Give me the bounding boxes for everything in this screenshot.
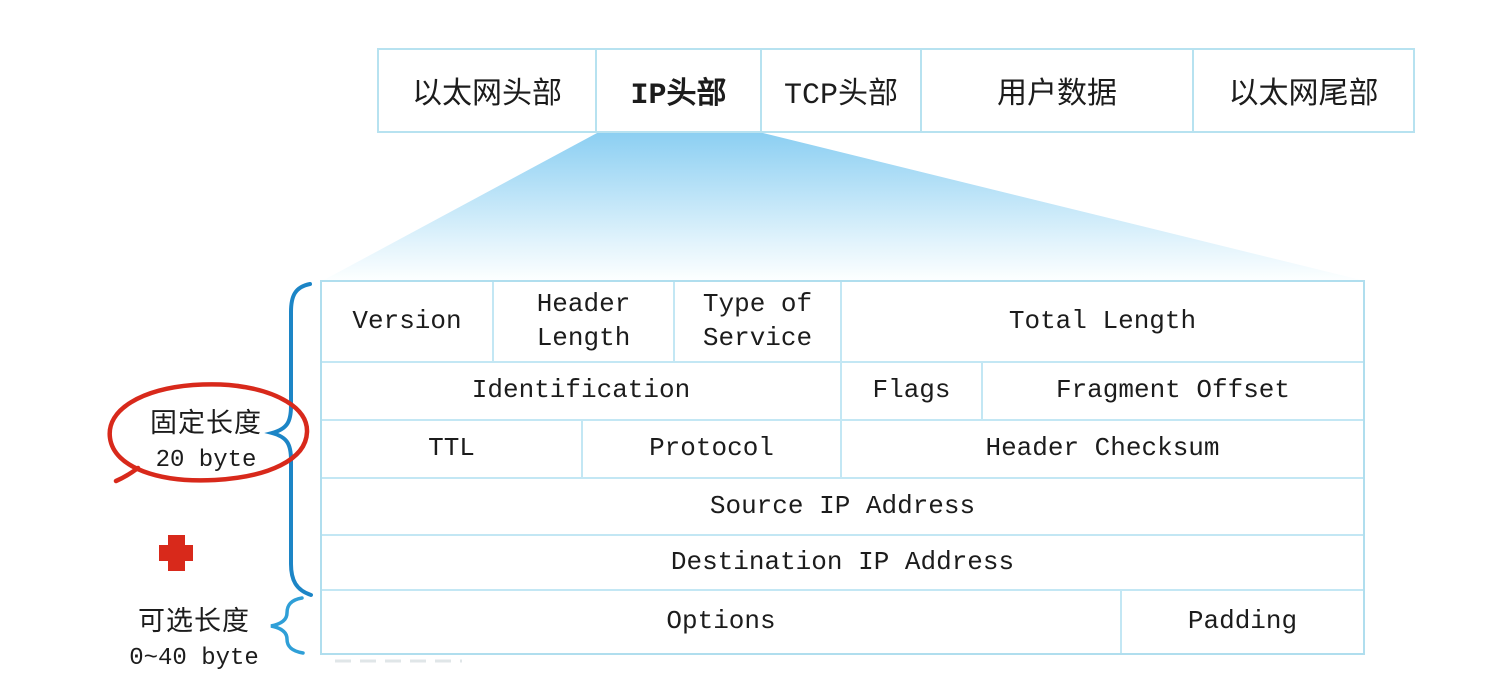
ip-field-version: Version bbox=[322, 282, 494, 361]
table-row: Destination IP Address bbox=[322, 536, 1363, 591]
fixed-length-brace bbox=[264, 282, 313, 597]
frame-cell-ethernet-header: 以太网头部 bbox=[377, 48, 597, 133]
ip-field-fragment-offset: Fragment Offset bbox=[983, 363, 1363, 419]
cell-label: Version bbox=[352, 305, 462, 336]
table-row: Identification Flags Fragment Offset bbox=[322, 363, 1363, 421]
ip-field-protocol: Protocol bbox=[583, 421, 842, 477]
cell-label: Padding bbox=[1187, 606, 1298, 637]
frame-cell-label: TCP头部 bbox=[783, 79, 898, 113]
fixed-length-label-cn: 固定长度 bbox=[150, 411, 262, 441]
ip-field-identification: Identification bbox=[322, 363, 842, 419]
table-row: Version Header Length Type of Service To… bbox=[322, 282, 1363, 363]
cell-label: Identification bbox=[471, 375, 691, 406]
optional-length-label-cn: 可选长度 bbox=[138, 609, 250, 639]
optional-length-brace bbox=[270, 596, 305, 655]
frame-cell-ethernet-trailer: 以太网尾部 bbox=[1192, 48, 1415, 133]
cell-label: Total Length bbox=[1008, 305, 1197, 336]
red-circle-annotation bbox=[107, 382, 310, 483]
cell-label: Protocol bbox=[649, 433, 774, 464]
ip-header-table: Version Header Length Type of Service To… bbox=[320, 280, 1365, 655]
red-plus-icon bbox=[159, 535, 193, 571]
cell-label: Destination IP Address bbox=[670, 546, 1015, 577]
ip-field-ttl: TTL bbox=[322, 421, 583, 477]
cell-label: TTL bbox=[428, 433, 475, 464]
table-row: TTL Protocol Header Checksum bbox=[322, 421, 1363, 479]
ip-field-header-checksum: Header Checksum bbox=[842, 421, 1363, 477]
optional-length-annotation: 可选长度 0~40 byte bbox=[108, 599, 280, 672]
frame-cell-label: 用户数据 bbox=[997, 79, 1117, 113]
frame-cell-ip-header: IP头部 bbox=[595, 48, 762, 133]
ip-field-type-of-service: Type of Service bbox=[675, 282, 842, 361]
ip-field-destination-ip-address: Destination IP Address bbox=[322, 536, 1363, 589]
fixed-length-annotation: 固定长度 20 byte bbox=[120, 401, 292, 474]
cell-label: Options bbox=[666, 606, 776, 637]
ip-field-header-length: Header Length bbox=[494, 282, 675, 361]
frame-cell-label: 以太网尾部 bbox=[1228, 79, 1379, 113]
cell-label: Fragment Offset bbox=[1055, 375, 1291, 406]
frame-cell-label: IP头部 bbox=[630, 79, 727, 113]
cell-label: Type of Service bbox=[702, 288, 813, 353]
cell-label: Header Length bbox=[536, 288, 631, 353]
frame-cell-label: 以太网头部 bbox=[412, 79, 562, 113]
ip-field-padding: Padding bbox=[1122, 591, 1363, 653]
cell-label: Source IP Address bbox=[709, 490, 976, 521]
cell-label: Flags bbox=[872, 375, 951, 406]
table-row: Source IP Address bbox=[322, 479, 1363, 536]
cell-label: Header Checksum bbox=[985, 433, 1220, 464]
funnel-shape bbox=[322, 133, 1365, 281]
frame-cell-tcp-header: TCP头部 bbox=[760, 48, 922, 133]
ip-field-options: Options bbox=[322, 591, 1122, 653]
ip-field-total-length: Total Length bbox=[842, 282, 1363, 361]
ethernet-frame-row: 以太网头部 IP头部 TCP头部 用户数据 以太网尾部 bbox=[377, 48, 1415, 133]
table-row: Options Padding bbox=[322, 591, 1363, 653]
fixed-length-label-bytes: 20 byte bbox=[155, 447, 257, 474]
red-circle-tail bbox=[113, 465, 141, 484]
ip-field-source-ip-address: Source IP Address bbox=[322, 479, 1363, 534]
ip-field-flags: Flags bbox=[842, 363, 983, 419]
optional-length-label-bytes: 0~40 byte bbox=[129, 645, 259, 672]
frame-cell-user-data: 用户数据 bbox=[920, 48, 1194, 133]
